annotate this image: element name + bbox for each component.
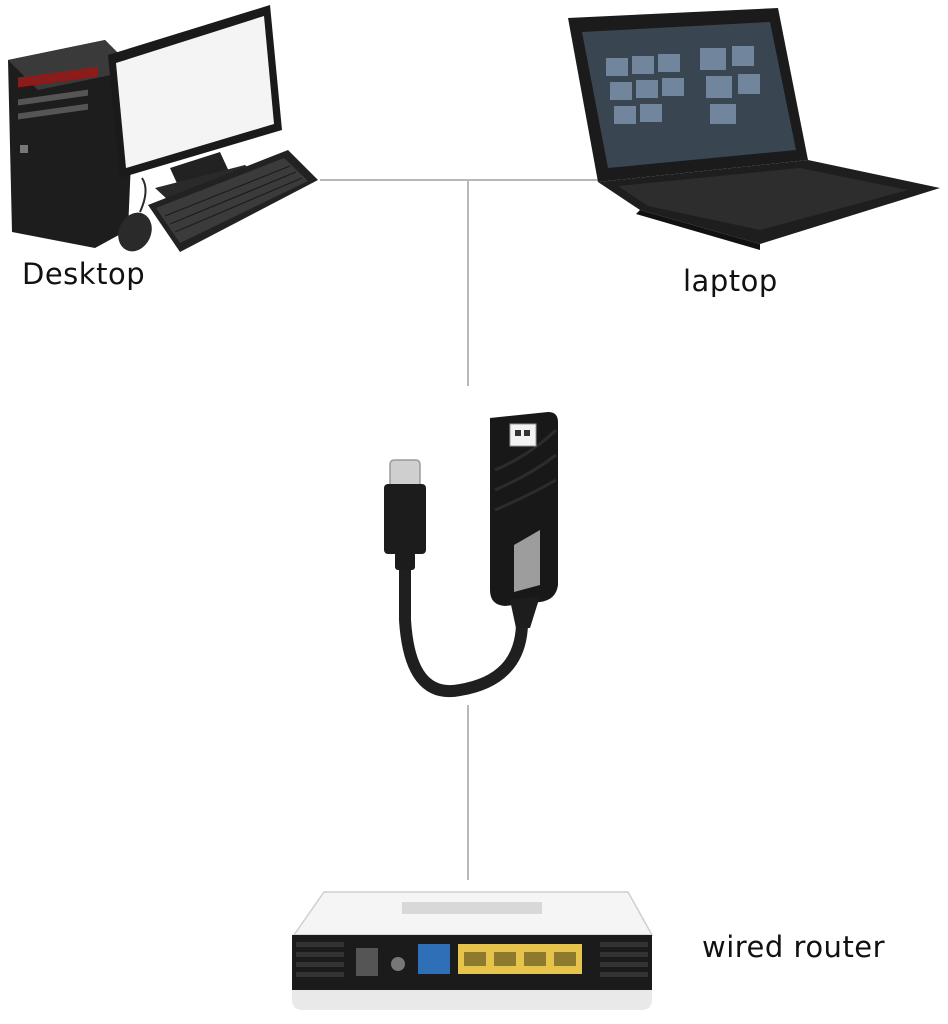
wired-router-icon [292,891,654,1010]
laptop-label: laptop [683,264,778,298]
wired-router-label: wired router [702,930,886,964]
usb-c-ethernet-adapter-icon [384,412,558,698]
desktop-computer-icon [8,5,318,252]
desktop-label: Desktop [22,257,146,291]
connection-lines [320,179,606,880]
laptop-icon [568,8,940,250]
